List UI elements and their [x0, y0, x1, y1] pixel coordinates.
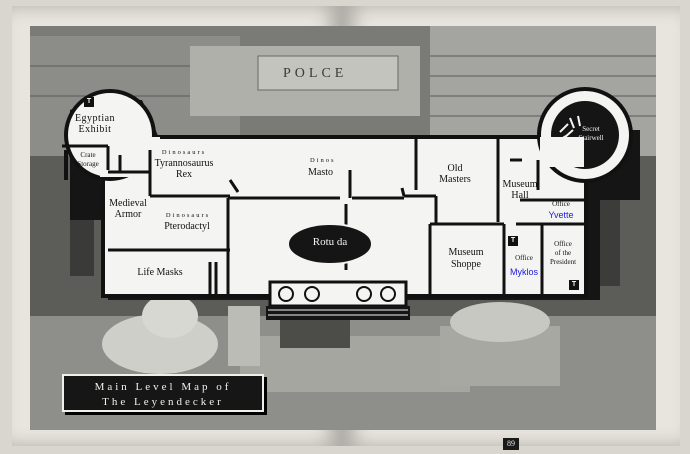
label-president-3: President: [549, 258, 577, 266]
label-trex-1: Tyrannosaurus: [154, 158, 214, 169]
label-masto-prefix: Dinos: [310, 157, 336, 164]
label-museum-hall-1: Museum: [502, 179, 538, 190]
label-ptero: Pterodactyl: [164, 221, 210, 232]
label-trex-prefix: Dinosaurs: [161, 149, 207, 156]
police-sign: POLCE: [283, 66, 348, 81]
page-number: 89: [503, 438, 519, 450]
label-office-myklos: Office: [515, 254, 533, 262]
label-trex-2: Rex: [175, 169, 193, 180]
label-president-2: of the: [554, 249, 572, 257]
label-life-masks: Life Masks: [137, 267, 183, 278]
label-yvette: Yvette: [548, 210, 574, 220]
label-myklos: Myklos: [509, 267, 538, 277]
label-ptero-prefix: Dinosaurs: [165, 212, 211, 219]
label-stair-2: Stairwell: [578, 134, 604, 142]
rotunda-oval: [287, 223, 373, 265]
label-crate-1: Crate: [80, 151, 96, 159]
label-old-1: Old: [447, 163, 463, 174]
label-old-2: Masters: [439, 174, 471, 185]
map-title-line2: The Leyendecker: [102, 396, 224, 408]
label-shoppe-2: Shoppe: [451, 259, 481, 270]
entrance-porch: [266, 280, 410, 320]
label-rotunda: Rotu da: [312, 236, 348, 248]
label-egyptian-2: Exhibit: [78, 124, 112, 135]
marker-t-president: T: [569, 280, 579, 290]
marker-t-egyptian: T: [84, 97, 94, 107]
label-medieval-2: Armor: [114, 209, 142, 220]
map-title-block: Main Level Map of The Leyendecker: [62, 374, 264, 412]
label-shoppe-1: Museum: [448, 247, 484, 258]
map-title-line1: Main Level Map of: [94, 381, 232, 393]
label-masto: Masto: [308, 167, 333, 178]
interior-walls: [62, 137, 586, 296]
label-medieval-1: Medieval: [109, 198, 147, 209]
label-crate-2: Storage: [77, 160, 99, 168]
label-egyptian-1: Egyptian: [74, 113, 116, 124]
label-stair-1: Secret: [582, 125, 600, 133]
label-office-yvette: Office: [552, 200, 570, 208]
label-museum-hall-2: Hall: [511, 190, 529, 201]
marker-t-shoppe: T: [508, 236, 518, 246]
label-president-1: Office: [554, 240, 572, 248]
